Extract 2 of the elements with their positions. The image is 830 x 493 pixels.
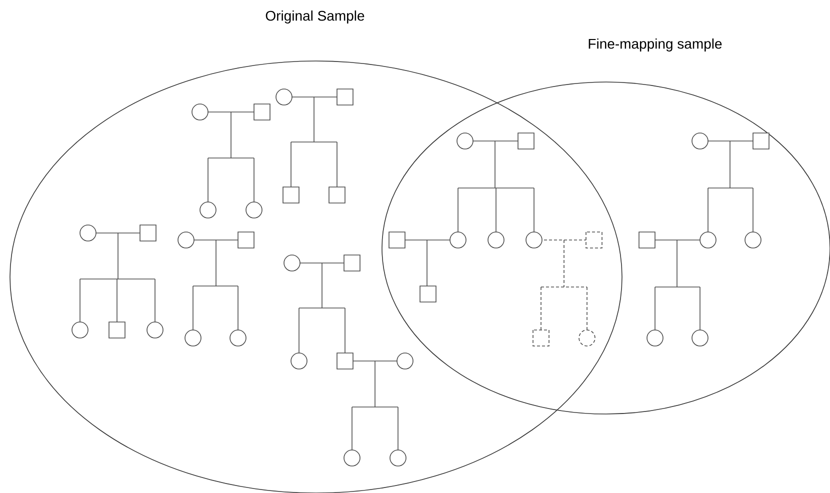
set-title: Original Sample [266, 10, 364, 24]
set-title: Fine-mapping sample [588, 38, 722, 52]
